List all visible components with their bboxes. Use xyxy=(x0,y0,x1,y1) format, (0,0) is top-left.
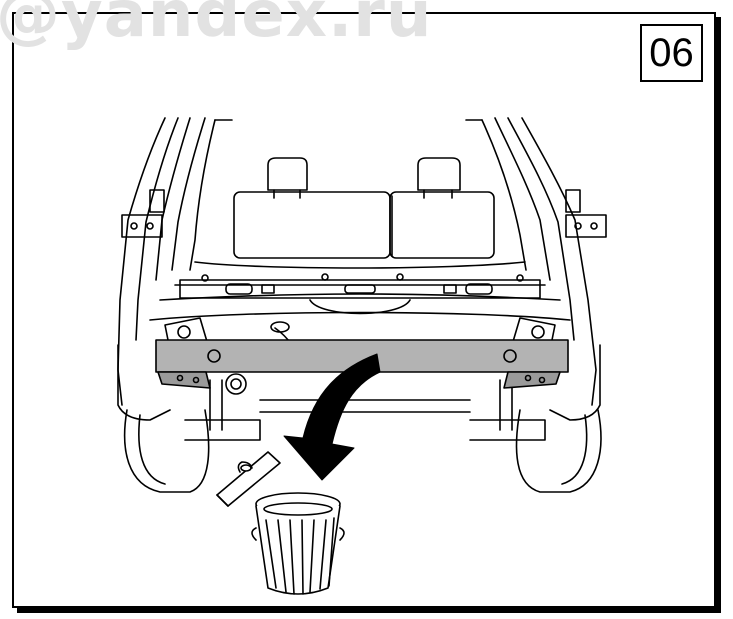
rear-bumper-beam-icon xyxy=(155,339,569,389)
step-number-badge: 06 xyxy=(640,24,703,82)
discard-arrow-icon xyxy=(283,353,381,481)
trash-can-icon xyxy=(251,492,345,595)
trash-can-lid-icon xyxy=(216,451,281,507)
illustration-frame xyxy=(12,12,716,608)
watermark: @yandex.ru xyxy=(0,0,433,52)
vehicle-rear-icon xyxy=(117,117,607,493)
